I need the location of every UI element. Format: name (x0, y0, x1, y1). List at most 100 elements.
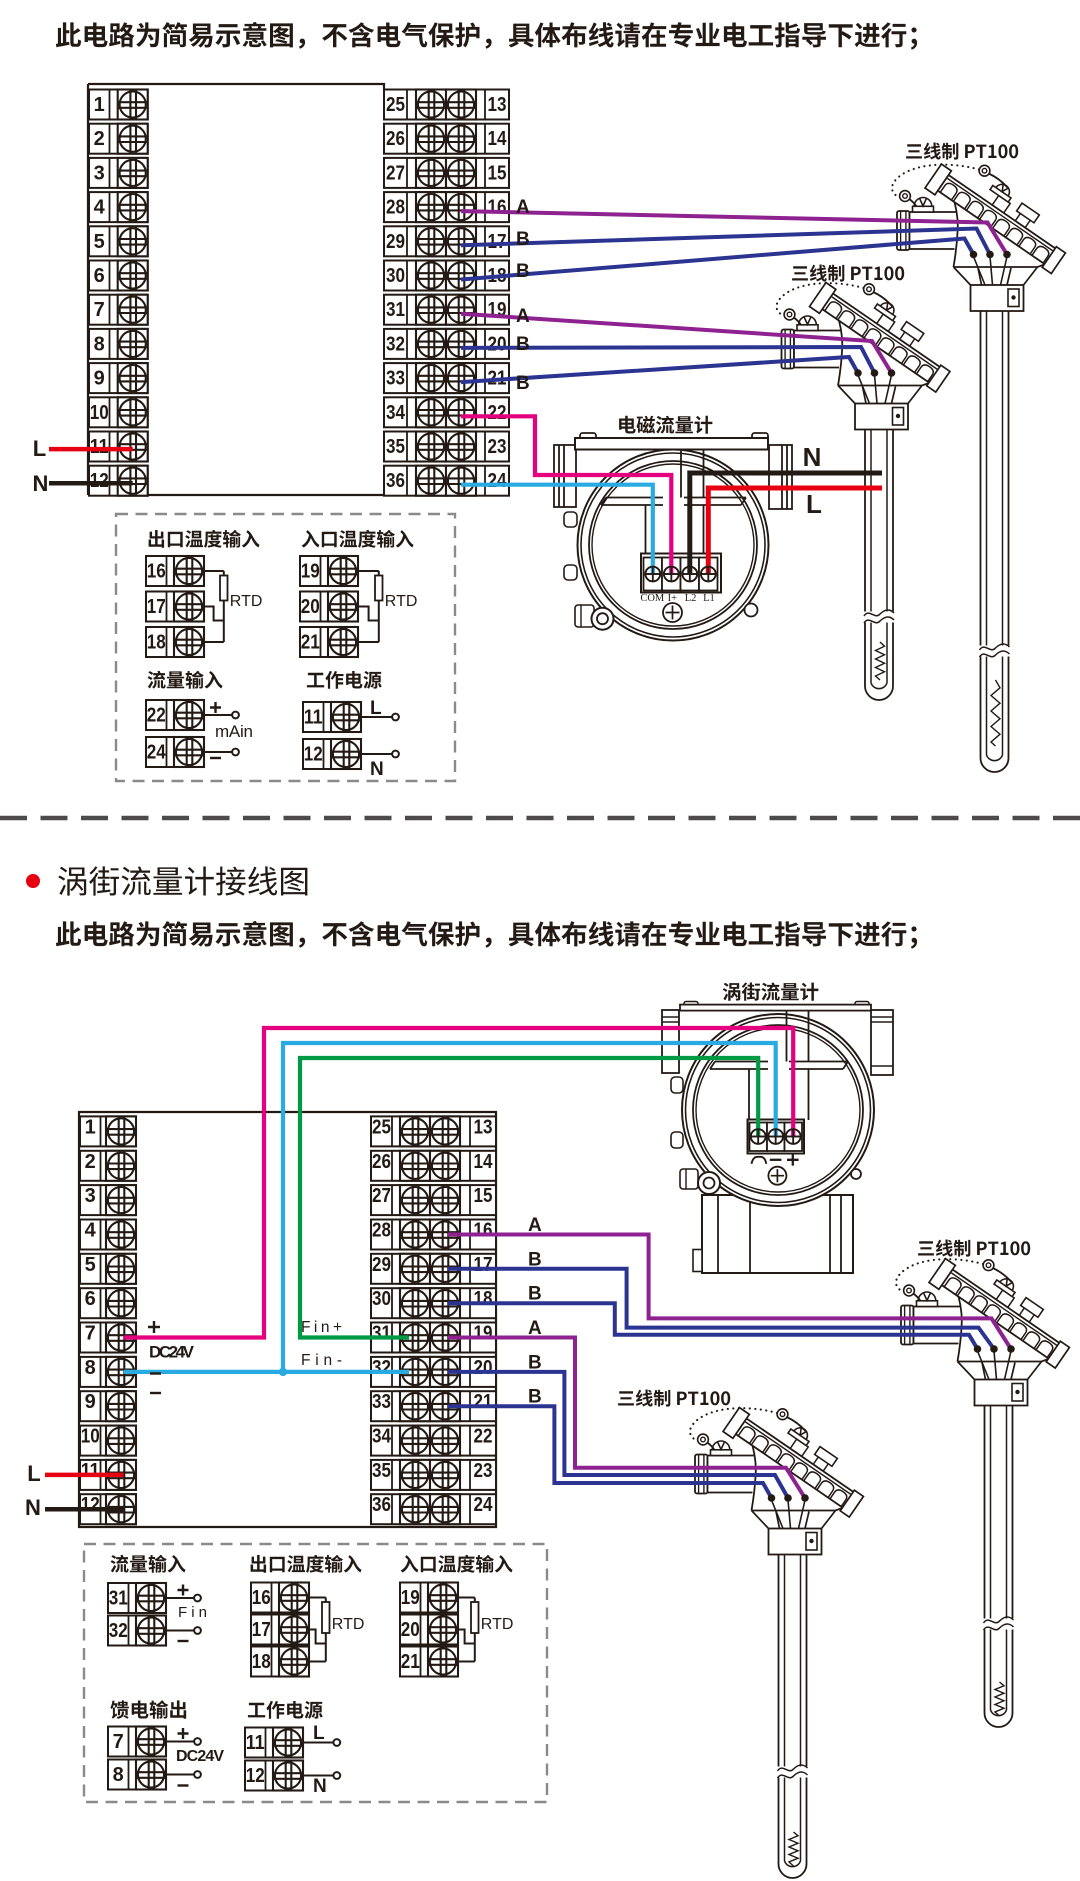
svg-text:4: 4 (85, 1220, 97, 1242)
svg-text:21: 21 (401, 1651, 420, 1673)
svg-text:COM: COM (640, 593, 665, 604)
svg-text:B: B (528, 1387, 542, 1408)
svg-text:7: 7 (85, 1323, 96, 1345)
svg-text:Fin+: Fin+ (301, 1319, 344, 1336)
svg-text:21: 21 (474, 1391, 493, 1413)
svg-text:N: N (370, 759, 384, 780)
svg-text:17: 17 (488, 231, 507, 253)
svg-text:30: 30 (386, 265, 405, 287)
svg-text:B: B (516, 334, 530, 355)
svg-text:17: 17 (147, 596, 166, 618)
svg-text:L: L (313, 1723, 325, 1744)
svg-text:18: 18 (147, 632, 166, 654)
svg-text:22: 22 (488, 402, 507, 424)
svg-text:9: 9 (85, 1391, 96, 1413)
svg-text:22: 22 (474, 1426, 493, 1448)
svg-text:10: 10 (81, 1426, 100, 1448)
svg-text:25: 25 (372, 1116, 391, 1138)
svg-text:B: B (516, 229, 530, 250)
svg-text:20: 20 (401, 1619, 420, 1641)
svg-text:20: 20 (301, 596, 320, 618)
svg-text:12: 12 (246, 1765, 265, 1787)
svg-text:12: 12 (304, 744, 323, 766)
svg-text:8: 8 (113, 1764, 124, 1786)
svg-text:14: 14 (488, 128, 508, 150)
svg-text:23: 23 (474, 1460, 493, 1482)
svg-text:18: 18 (474, 1288, 493, 1310)
svg-text:35: 35 (386, 436, 405, 458)
svg-text:5: 5 (94, 231, 105, 253)
svg-text:11: 11 (246, 1732, 265, 1754)
svg-text:19: 19 (301, 561, 320, 583)
svg-text:3: 3 (94, 162, 105, 184)
svg-text:B: B (528, 1249, 542, 1270)
svg-text:RTD: RTD (481, 1616, 514, 1633)
svg-text:B: B (528, 1284, 542, 1305)
svg-text:Fin: Fin (178, 1604, 207, 1621)
svg-text:2: 2 (85, 1151, 96, 1173)
svg-text:N: N (313, 1776, 327, 1797)
svg-text:33: 33 (386, 368, 405, 390)
svg-text:24: 24 (147, 742, 167, 764)
svg-text:1: 1 (85, 1116, 96, 1138)
svg-text:27: 27 (372, 1185, 391, 1207)
svg-text:15: 15 (488, 162, 507, 184)
svg-text:16: 16 (252, 1587, 271, 1609)
svg-text:24: 24 (474, 1494, 494, 1516)
svg-text:30: 30 (372, 1288, 391, 1310)
svg-text:9: 9 (94, 368, 105, 390)
svg-text:N: N (33, 471, 49, 496)
svg-text:19: 19 (401, 1587, 420, 1609)
svg-text:L: L (33, 436, 46, 461)
svg-text:14: 14 (474, 1151, 494, 1173)
svg-text:26: 26 (386, 128, 405, 150)
svg-text:16: 16 (488, 197, 507, 219)
svg-text:34: 34 (386, 402, 406, 424)
svg-text:18: 18 (252, 1651, 271, 1673)
svg-text:A: A (528, 1318, 542, 1339)
svg-text:35: 35 (372, 1460, 391, 1482)
svg-text:L: L (27, 1461, 40, 1486)
svg-text:23: 23 (488, 436, 507, 458)
svg-text:N: N (803, 442, 822, 472)
svg-text:4: 4 (94, 197, 106, 219)
svg-text:20: 20 (474, 1357, 493, 1379)
svg-text:DC24V: DC24V (176, 1748, 224, 1765)
svg-text:21: 21 (301, 632, 320, 654)
svg-text:L2: L2 (685, 593, 697, 604)
svg-text:L: L (806, 489, 822, 519)
svg-text:11: 11 (304, 707, 323, 729)
svg-text:32: 32 (372, 1357, 391, 1379)
svg-text:B: B (516, 261, 530, 282)
svg-text:34: 34 (372, 1426, 392, 1448)
svg-text:L: L (370, 698, 382, 719)
svg-text:28: 28 (386, 197, 405, 219)
svg-text:L1: L1 (703, 593, 715, 604)
svg-text:36: 36 (386, 470, 405, 492)
svg-text:29: 29 (386, 231, 405, 253)
svg-text:12: 12 (81, 1494, 100, 1516)
svg-text:11: 11 (81, 1460, 100, 1482)
svg-text:20: 20 (488, 333, 507, 355)
svg-text:I+: I+ (668, 593, 677, 604)
svg-text:DC24V: DC24V (149, 1343, 195, 1362)
svg-text:31: 31 (372, 1323, 391, 1345)
svg-text:17: 17 (252, 1619, 271, 1641)
svg-text:22: 22 (147, 705, 166, 727)
svg-text:2: 2 (94, 128, 105, 150)
svg-text:25: 25 (386, 94, 405, 116)
svg-text:33: 33 (372, 1391, 391, 1413)
svg-text:15: 15 (474, 1185, 493, 1207)
svg-text:17: 17 (474, 1254, 493, 1276)
svg-text:27: 27 (386, 162, 405, 184)
svg-text:8: 8 (94, 333, 105, 355)
svg-text:5: 5 (85, 1254, 96, 1276)
svg-text:32: 32 (386, 333, 405, 355)
svg-text:7: 7 (94, 299, 105, 321)
svg-text:13: 13 (488, 94, 507, 116)
svg-text:31: 31 (386, 299, 405, 321)
svg-text:10: 10 (90, 402, 109, 424)
svg-text:26: 26 (372, 1151, 391, 1173)
svg-text:24: 24 (488, 470, 508, 492)
svg-text:mAin: mAin (215, 722, 253, 741)
